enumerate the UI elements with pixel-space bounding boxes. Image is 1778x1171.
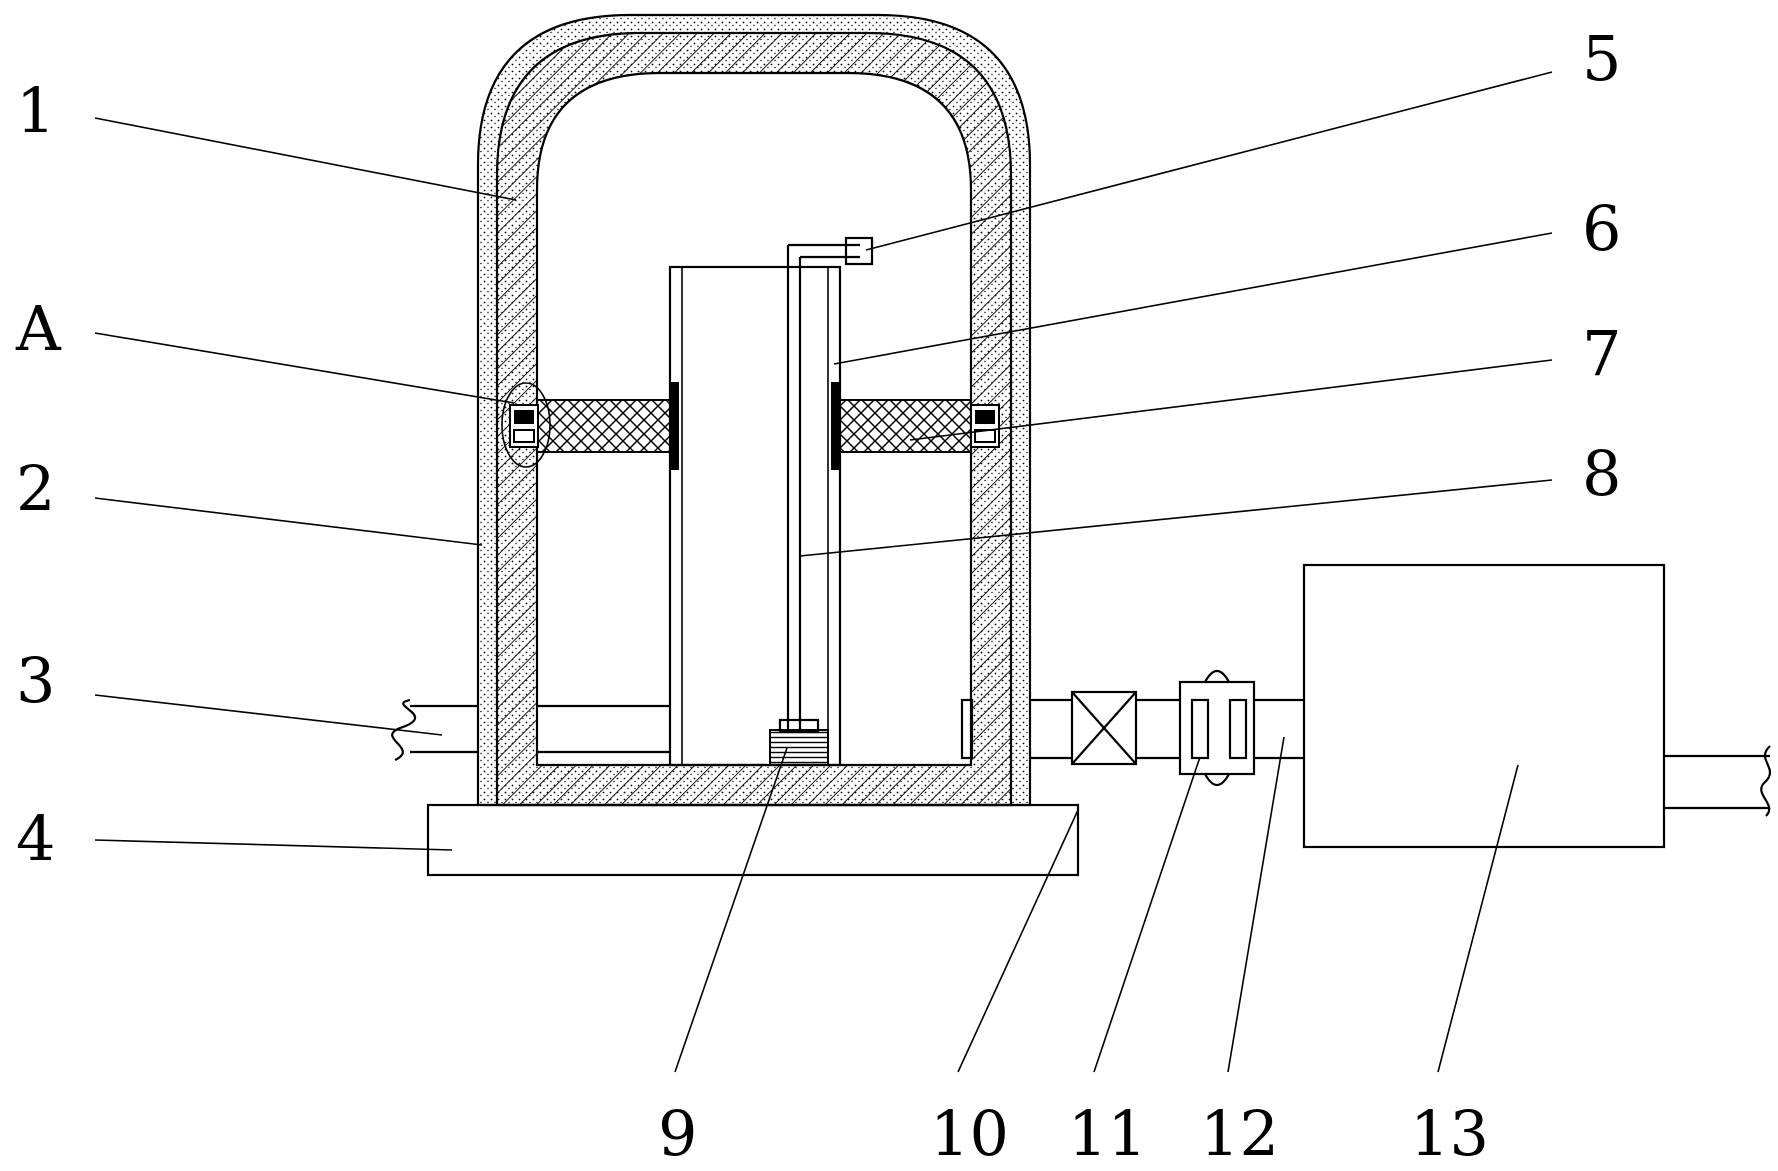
sensor-block: [844, 236, 874, 266]
outlet-fitting: [960, 698, 974, 760]
label-12: 12: [1200, 1097, 1279, 1170]
leader-7: [909, 359, 1553, 441]
collection-tank: [1302, 563, 1666, 849]
leader-1: [94, 117, 517, 201]
leader-11: [1093, 756, 1201, 1073]
label-3: 3: [16, 644, 55, 717]
leader-10: [957, 809, 1079, 1073]
label-13: 13: [1410, 1097, 1489, 1170]
inner-cylinder: [668, 265, 842, 767]
label-10: 10: [930, 1097, 1009, 1170]
housing-wall: [495, 31, 1013, 807]
bottom-pump: [769, 718, 829, 766]
support-bar-left: [536, 382, 679, 470]
leader-9: [674, 747, 788, 1073]
label-5: 5: [1582, 22, 1621, 95]
leader-3: [94, 694, 443, 736]
leader-13: [1437, 764, 1519, 1073]
leader-5: [865, 71, 1553, 251]
leader-2: [94, 497, 483, 546]
clamp-right: [970, 404, 1000, 448]
outlet-pipe: [1030, 698, 1304, 760]
label-A: A: [15, 292, 62, 365]
leader-4: [94, 839, 453, 851]
flow-meter: [1178, 669, 1256, 787]
central-tube: [786, 243, 860, 730]
leader-12: [1227, 736, 1285, 1073]
label-4: 4: [16, 802, 55, 875]
part-labels: 1 A 2 3 4 5 6 7 8 9 10 11 12 13: [15, 22, 1621, 1170]
leader-lines: [94, 71, 1553, 1073]
label-9: 9: [658, 1097, 697, 1170]
label-11: 11: [1068, 1097, 1147, 1170]
inlet-pipe: [391, 698, 670, 761]
discharge-pipe: [1664, 745, 1772, 817]
leader-A: [94, 332, 515, 404]
leader-8: [799, 479, 1553, 557]
base-plate: [426, 803, 1080, 877]
clamp-left: [501, 382, 551, 468]
label-8: 8: [1582, 437, 1621, 510]
valve: [1070, 690, 1138, 766]
leader-6: [833, 232, 1553, 365]
label-1: 1: [16, 74, 55, 147]
label-2: 2: [16, 452, 55, 525]
label-7: 7: [1582, 317, 1621, 390]
label-6: 6: [1582, 192, 1621, 265]
